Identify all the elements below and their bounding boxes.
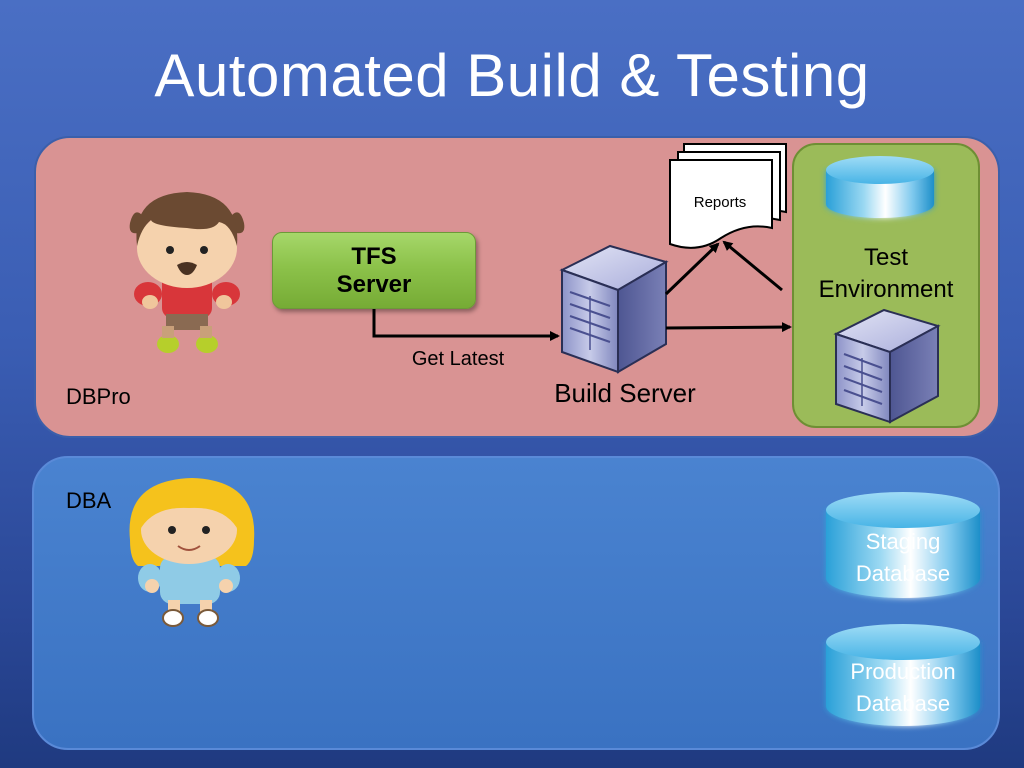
test-database-icon (826, 156, 934, 218)
tfs-server-label: TFS Server (336, 242, 412, 298)
build-to-test-arrow (665, 322, 792, 333)
get-latest-arrow (372, 308, 560, 341)
build-server-label: Build Server (554, 378, 696, 408)
dbpro-label: DBPro (66, 384, 131, 409)
test-to-reports-arrow (722, 240, 783, 292)
build-server-icon (559, 244, 669, 374)
build-to-reports-arrow (664, 242, 720, 296)
staging-database-icon (826, 492, 980, 598)
test-server-icon (833, 308, 941, 424)
slide-title: Automated Build & Testing (154, 42, 870, 109)
reports-label: Reports (693, 194, 747, 211)
tfs-server-box: TFS Server (272, 232, 476, 309)
reports-stack-icon (669, 143, 787, 249)
dba-avatar (129, 478, 255, 627)
production-database-icon (826, 624, 980, 726)
dba-label: DBA (66, 488, 112, 513)
test-environment-label: Test Environment (818, 244, 954, 303)
staging-database-label: Staging Database (855, 529, 951, 586)
developer-avatar (129, 192, 245, 353)
production-database-label: Production Database (850, 659, 956, 716)
get-latest-label: Get Latest (411, 348, 505, 370)
